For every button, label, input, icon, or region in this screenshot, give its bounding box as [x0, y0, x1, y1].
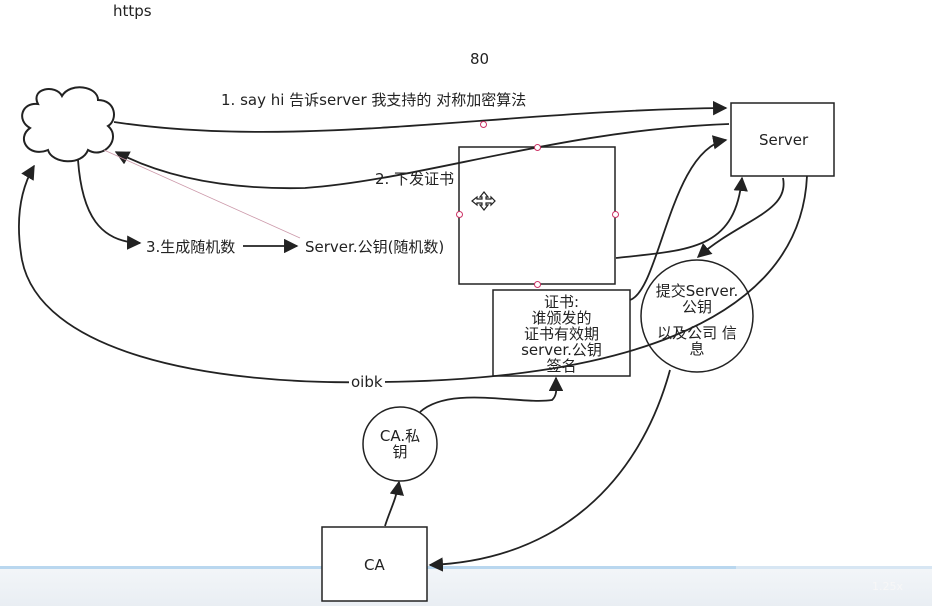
- step3-arrow: [77, 159, 142, 250]
- server-to-submit-arrow: [696, 177, 785, 258]
- ca-box: [321, 526, 428, 602]
- certificate-to-server-arrow: [629, 135, 728, 301]
- oibk-arrow: [17, 164, 808, 384]
- ca-to-key-arrow: [384, 480, 404, 527]
- certificate-label: 证书: 谁颁发的 证书有效期 server.公钥 签名: [521, 293, 602, 375]
- blank-box: [458, 146, 616, 285]
- thin-link-line: [103, 149, 301, 239]
- step3-label: 3.生成随机数: [146, 238, 236, 256]
- server-box: [730, 102, 835, 177]
- video-control-bar: [0, 566, 932, 606]
- port-label: 80: [470, 50, 490, 68]
- key-to-certificate-arrow: [419, 376, 564, 413]
- server-label: Server: [759, 131, 809, 149]
- oibk-label: oibk: [349, 373, 385, 391]
- submit-circle: [640, 259, 754, 373]
- playback-speed[interactable]: 1.25x: [872, 580, 904, 593]
- step1-label: 1. say hi 告诉server 我支持的 对称加密算法: [221, 91, 527, 109]
- encrypted-label: Server.公钥(随机数): [305, 238, 445, 256]
- submit-to-ca-arrow: [428, 369, 671, 572]
- selection-handle[interactable]: [612, 211, 619, 218]
- selection-handle[interactable]: [480, 121, 487, 128]
- diagram-title: https: [113, 2, 152, 20]
- client-cloud-icon: [21, 86, 115, 163]
- selection-handle[interactable]: [534, 144, 541, 151]
- certificate-box: [492, 289, 631, 377]
- selection-handle[interactable]: [456, 211, 463, 218]
- step2-label: 2. 下发证书: [375, 170, 455, 188]
- move-cursor-icon: [471, 191, 496, 211]
- selection-handle[interactable]: [534, 281, 541, 288]
- step2-arrow: [114, 123, 730, 190]
- ca-private-key-label: CA.私 钥: [379, 427, 421, 461]
- step1-arrow: [113, 100, 728, 133]
- box-to-server-arrow: [615, 176, 748, 259]
- ca-label: CA: [364, 556, 385, 574]
- submit-label: 提交Server. 公钥 以及公司 信 息: [655, 282, 739, 358]
